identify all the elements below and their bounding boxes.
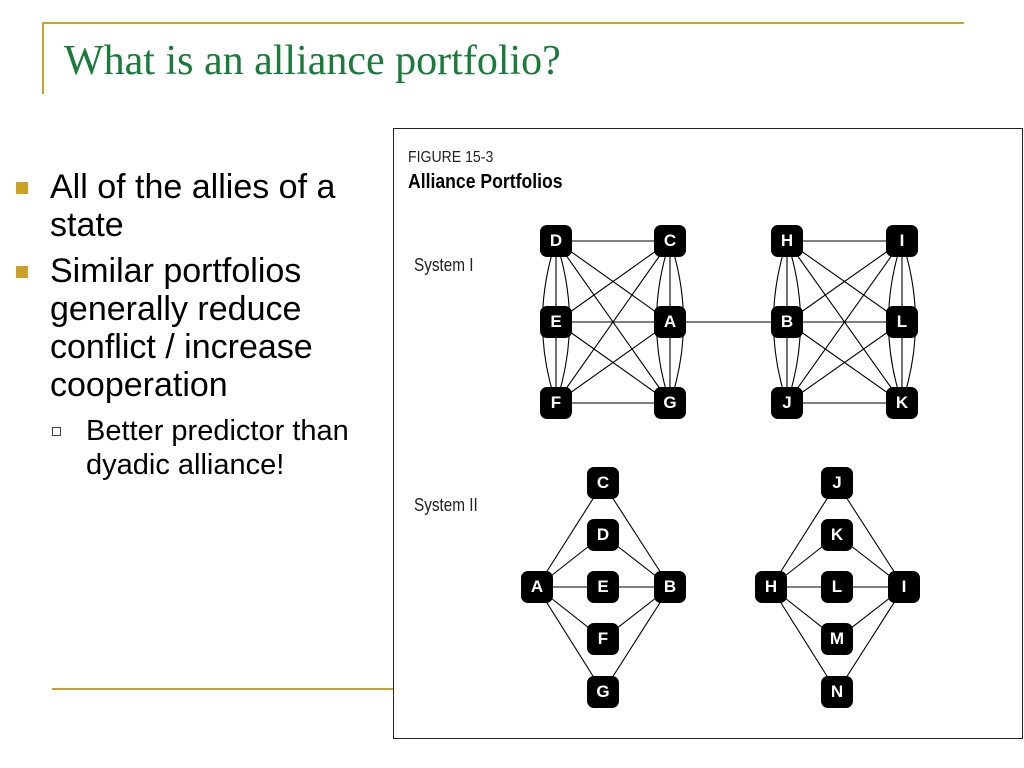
- edge: [602, 482, 671, 693]
- slide-title: What is an alliance portfolio?: [64, 38, 561, 84]
- node-s1-a: A: [654, 306, 686, 338]
- node-s1-g: G: [654, 387, 686, 419]
- node-s1-d: D: [540, 225, 572, 257]
- slide-frame-top: [42, 22, 964, 24]
- sub-bullet-text: Better predictor than dyadic alliance!: [86, 415, 349, 481]
- node-s2-b: B: [654, 571, 686, 603]
- bullet-square-icon: [16, 182, 28, 194]
- bottom-rule: [52, 688, 394, 690]
- node-s1-e: E: [540, 306, 572, 338]
- bullet-square-icon: [16, 266, 28, 278]
- node-s1-c: C: [654, 225, 686, 257]
- node-s2-j: J: [821, 467, 853, 499]
- edge: [770, 482, 838, 693]
- hollow-square-icon: [52, 427, 61, 436]
- figure-alliance-portfolios: FIGURE 15-3 Alliance Portfolios System I…: [393, 128, 1023, 739]
- bullet-item: Similar portfolios generally reduce conf…: [14, 252, 379, 482]
- edge: [536, 482, 604, 693]
- node-s2-k: K: [821, 519, 853, 551]
- node-s2-i: I: [888, 571, 920, 603]
- edge: [555, 240, 671, 404]
- sub-bullet-item: Better predictor than dyadic alliance!: [50, 414, 379, 482]
- node-s2-e: E: [587, 571, 619, 603]
- node-s1-f: F: [540, 387, 572, 419]
- node-s1-b: B: [771, 306, 803, 338]
- edge: [786, 240, 903, 404]
- node-s2-l: L: [821, 571, 853, 603]
- node-s1-i: I: [886, 225, 918, 257]
- system-2-label: System II: [414, 495, 478, 515]
- edge: [836, 482, 905, 693]
- network-diagram: [536, 240, 916, 693]
- node-s1-h: H: [771, 225, 803, 257]
- node-s2-h: H: [755, 571, 787, 603]
- node-s2-d: D: [587, 519, 619, 551]
- figure-title: Alliance Portfolios: [408, 171, 563, 193]
- bullet-text: Similar portfolios generally reduce conf…: [50, 252, 313, 404]
- node-s1-k: K: [886, 387, 918, 419]
- system-1-label: System I: [414, 255, 474, 275]
- sub-bullet-list: Better predictor than dyadic alliance!: [50, 414, 379, 482]
- node-s1-l: L: [886, 306, 918, 338]
- node-s2-f: F: [587, 623, 619, 655]
- slide-frame-left: [42, 22, 44, 94]
- bullet-item: All of the allies of a state: [14, 168, 379, 244]
- bullet-list: All of the allies of a state Similar por…: [14, 168, 379, 490]
- figure-label: FIGURE 15-3: [408, 149, 494, 166]
- node-s2-a: A: [521, 571, 553, 603]
- bullet-text: All of the allies of a state: [50, 168, 336, 244]
- node-s2-c: C: [587, 467, 619, 499]
- node-s2-n: N: [821, 676, 853, 708]
- node-s2-m: M: [821, 623, 853, 655]
- node-s2-g: G: [587, 676, 619, 708]
- node-s1-j: J: [771, 387, 803, 419]
